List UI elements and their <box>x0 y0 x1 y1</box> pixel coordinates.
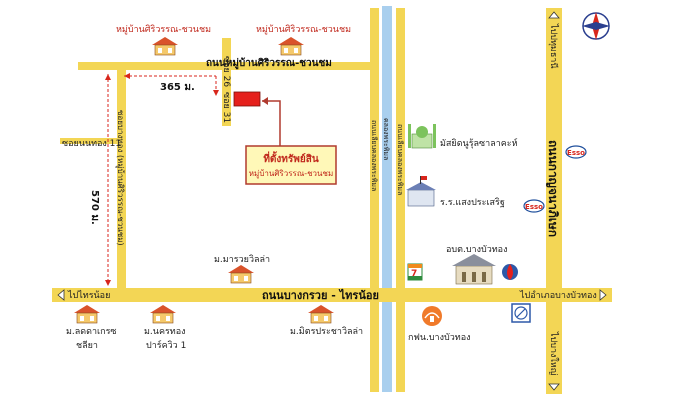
distance-vertical-label: 570 ม. <box>89 190 100 225</box>
canal-road-left-label: ถนนเลียบคลองพระพิมล <box>370 120 378 191</box>
house-icon <box>151 36 179 56</box>
property-title: ที่ตั้งทรัพย์สิน <box>263 151 318 165</box>
maravilla-label: ม.มารวยวิลล่า <box>214 254 270 265</box>
soi-31-label: ซอย 31 <box>221 92 231 123</box>
ladda-2-label: ชลียา <box>76 340 98 351</box>
property-subtitle: หมู่บ้านศิริวรรณ-ชวนชม <box>249 169 333 179</box>
house-icon <box>227 264 255 284</box>
main-road-label: ถนนบางกรวย - ไทรน้อย <box>262 288 379 302</box>
house-icon <box>277 36 305 56</box>
mitpracha-label: ม.มิตรประชาวิลล่า <box>290 326 363 337</box>
canal-label: คลองพระพิมล <box>382 118 390 160</box>
ptt-icon <box>502 264 518 280</box>
property-marker <box>233 91 261 107</box>
house-icon <box>307 304 335 324</box>
house-icon <box>73 304 101 324</box>
temple-icon <box>452 254 496 285</box>
school-icon <box>406 176 436 207</box>
district-office-label: อบต.บางบัวทอง <box>446 245 507 255</box>
distance-horizontal-label: 365 ม. <box>160 82 195 93</box>
canal-road-right <box>396 8 405 392</box>
soi-bangthong-road <box>117 68 126 290</box>
village-road-label: ถนนหมู่บ้านศิริวรรณ-ชวนชม <box>206 57 332 70</box>
svg-text:Esso: Esso <box>525 203 543 211</box>
canal-road-right-label: ถนนเลียบคลองพระพิมล <box>396 124 404 195</box>
main-road <box>52 288 612 302</box>
canal-road-left <box>370 8 379 392</box>
svg-text:7: 7 <box>411 269 417 279</box>
seven-eleven-icon: 7 <box>407 263 423 281</box>
svg-text:ไปบางใหญ่: ไปบางใหญ่ <box>548 331 559 376</box>
nakornthong-label: ม.นครทอง <box>144 327 186 337</box>
svg-text:Esso: Esso <box>567 149 585 157</box>
property-callout: ที่ตั้งทรัพย์สิน หมู่บ้านศิริวรรณ-ชวนชม <box>245 97 337 185</box>
soi-26-label: ซอย 26 <box>221 56 231 87</box>
esso-icon: Esso <box>523 199 545 213</box>
mosque-label: มัสยิดนูรุ้ลซาลาคะห์ <box>440 137 518 149</box>
nakornthong-2-label: ปาร์ควิว 1 <box>146 339 186 351</box>
soi-nonthong-label: ซอยนนทอง 11 <box>62 139 121 149</box>
to-bangyai-arrow: ไปบางใหญ่ <box>548 331 560 391</box>
village-top-right-label: หมู่บ้านศิริวรรณ-ชวนชม <box>256 24 351 35</box>
electricity-label: กฟน.บางบัวทอง <box>408 333 471 343</box>
utility-icon <box>511 303 531 323</box>
soi-nonthong-road <box>60 138 120 144</box>
soi-26-31-road <box>222 38 231 126</box>
to-pathumthani-arrow: ไปปทุมธานี <box>548 11 560 69</box>
power-icon <box>422 306 442 326</box>
mosque-icon <box>408 124 436 149</box>
distance-horizontal: 365 ม. <box>124 73 219 96</box>
village-top-left-label: หมู่บ้านศิริวรรณ-ชวนชม <box>116 24 211 35</box>
soi-bangthong-label: ซอยบางทอง (หมู่บ้านศิริวรรณ-ชวนชม) <box>115 110 125 246</box>
house-icon <box>149 304 177 324</box>
svg-text:ไปอำเภอบางบัวทอง: ไปอำเภอบางบัวทอง <box>519 290 597 301</box>
to-bangbuathong-arrow: ไปอำเภอบางบัวทอง <box>519 289 607 301</box>
svg-text:ไปปทุมธานี: ไปปทุมธานี <box>548 23 559 69</box>
svg-text:ไปไทรน้อย: ไปไทรน้อย <box>67 290 110 301</box>
to-sainoi-arrow: ไปไทรน้อย <box>57 289 110 301</box>
compass-icon <box>582 12 610 40</box>
esso-icon: Esso <box>565 145 587 159</box>
distance-vertical: 570 ม. <box>89 74 111 286</box>
ladda-label: ม.ลดดาเกรซ <box>66 327 117 337</box>
canal <box>382 6 392 392</box>
school-label: ร.ร.แสงประเสริฐ <box>440 197 505 208</box>
kanchanaphisek-label: ถนนกาญจนาภิเษก <box>546 140 560 237</box>
